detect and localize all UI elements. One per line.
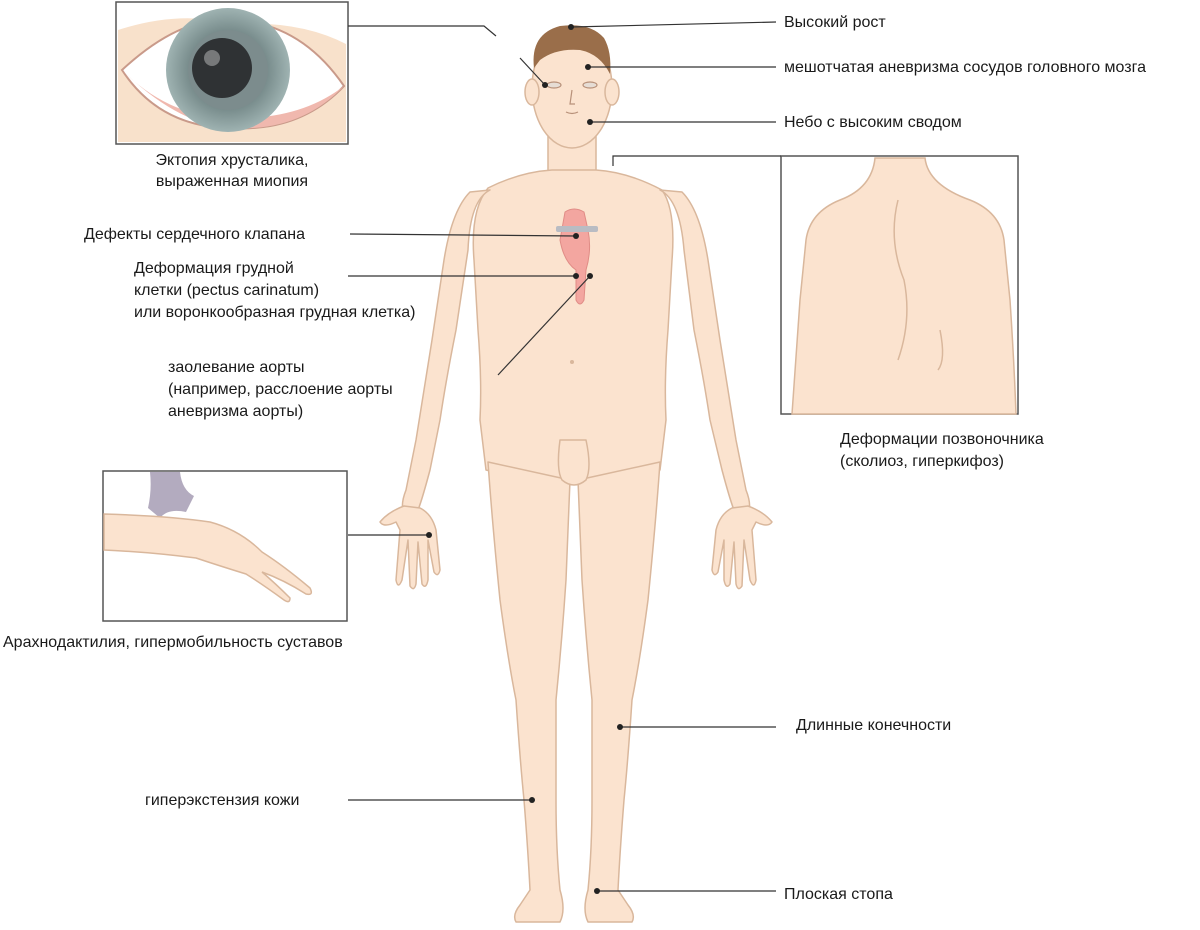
right-leg	[577, 461, 661, 923]
label-brain-aneurysm: мешотчатая аневризма сосудов головного м…	[784, 59, 1146, 76]
label-aorta-line-3: аневризма аорты)	[168, 403, 304, 420]
left-ear	[524, 78, 540, 106]
heart-aorta	[556, 208, 598, 305]
left-hand	[379, 505, 441, 590]
label-ectopia-line-1: Эктопия хрусталика,	[155, 152, 309, 169]
label-arachnodactyly: Арахнодактилия, гипермобильность суставо…	[3, 634, 343, 651]
right-ear	[604, 78, 620, 106]
navel	[570, 360, 574, 364]
label-chest-line-2: клетки (pectus carinatum)	[134, 282, 320, 299]
label-flat-feet: Плоская стопа	[784, 886, 893, 903]
label-aorta-line-2: (например, расслоение аорты	[168, 381, 393, 398]
label-ectopia-lentis: Эктопия хрусталика, выраженная миопия	[116, 150, 348, 192]
label-tall-stature: Высокий рост	[784, 14, 886, 31]
human-figure	[379, 27, 773, 923]
genitals	[557, 439, 590, 486]
label-aorta-line-1: заолевание аорты	[168, 359, 305, 376]
label-high-palate: Небо с высоким сводом	[784, 114, 962, 131]
face	[546, 81, 598, 115]
label-spine-line-1: Деформации позвоночника	[840, 431, 1044, 448]
label-chest-line-3: или воронкообразная грудная клетка)	[134, 304, 416, 321]
hand-illustration	[102, 470, 348, 622]
label-heart-valve: Дефекты сердечного клапана	[84, 226, 305, 243]
label-long-limbs: Длинные конечности	[796, 717, 952, 734]
label-skin: гиперэкстензия кожи	[145, 792, 300, 809]
label-ectopia-line-2: выраженная миопия	[155, 173, 309, 190]
label-spine: Деформации позвоночника (сколиоз, гиперк…	[840, 429, 1044, 473]
hair	[533, 25, 611, 74]
leader-lines	[348, 21, 781, 892]
back-illustration	[780, 155, 1019, 415]
leader-dots	[426, 24, 623, 894]
left-leg	[487, 461, 571, 923]
label-aorta: заолевание аорты (например, расслоение а…	[168, 357, 393, 423]
label-chest-line-1: Деформация грудной	[134, 260, 294, 277]
eye-illustration	[115, 1, 349, 145]
label-spine-line-2: (сколиоз, гиперкифоз)	[840, 453, 1004, 470]
right-hand	[711, 505, 773, 590]
label-chest-deformity: Деформация грудной клетки (pectus carina…	[134, 258, 415, 324]
